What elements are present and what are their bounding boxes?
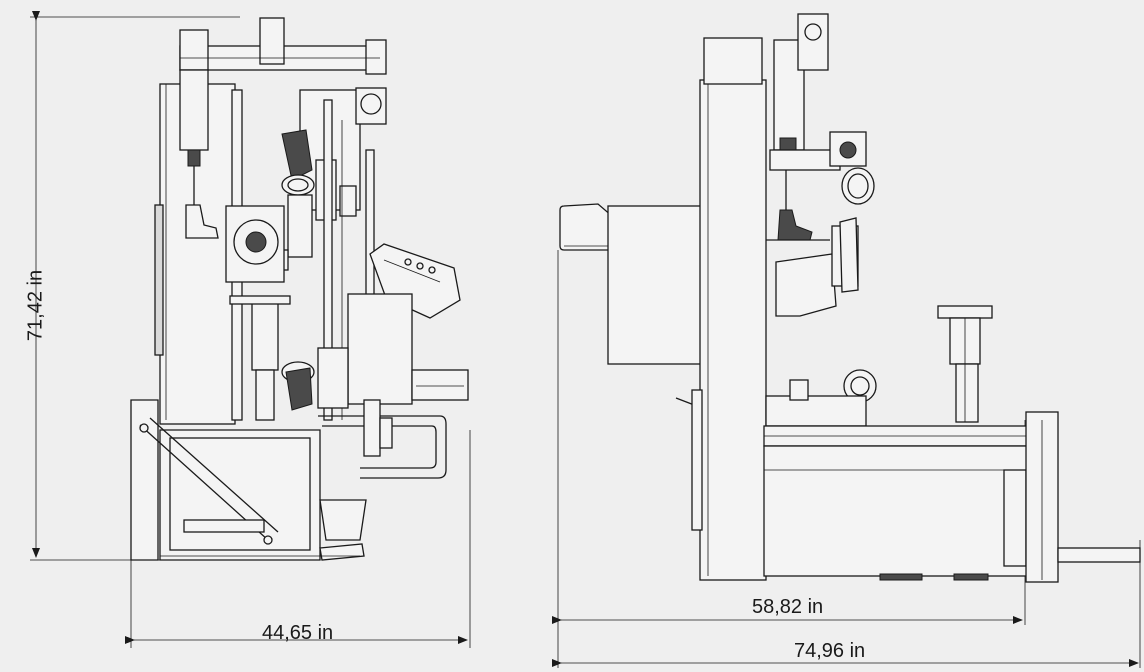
side-total-label: 74,96 in (794, 640, 866, 662)
front-width-label: 44,65 in (262, 622, 334, 644)
height-label: 71,42 in (24, 269, 47, 342)
side-depth-label: 58,82 in (752, 596, 824, 618)
front-view (130, 17, 469, 561)
side-view (559, 13, 1141, 583)
